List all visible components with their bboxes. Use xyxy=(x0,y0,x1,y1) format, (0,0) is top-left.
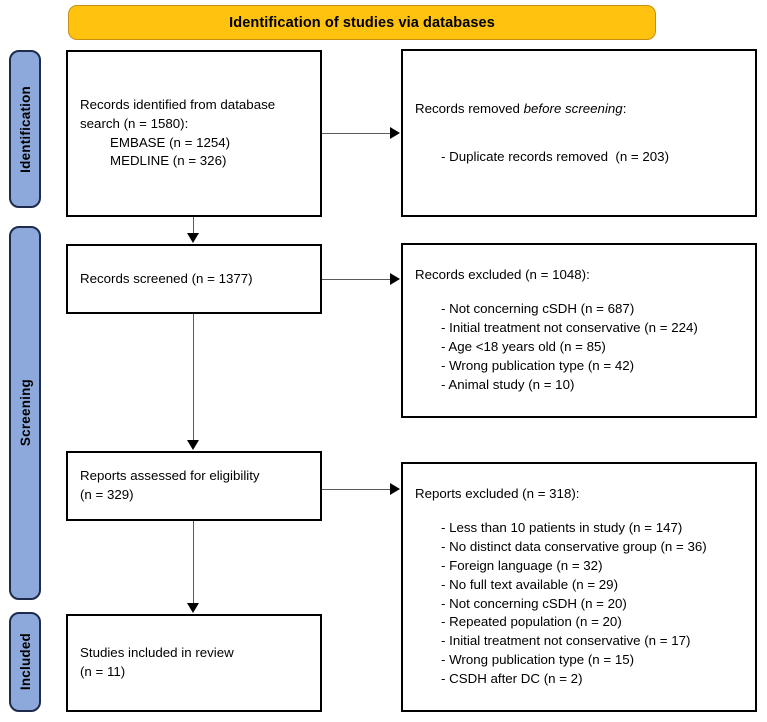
connector-identified-to-removed xyxy=(322,133,391,135)
connector-screened-to-excluded xyxy=(322,279,391,281)
records-removed-heading-post: : xyxy=(622,100,627,116)
list-item: - Age <18 years old (n = 85) xyxy=(441,339,606,354)
identification-banner: Identification of studies via databases xyxy=(68,5,656,40)
arrow-down-icon xyxy=(187,440,199,450)
list-item: - Wrong publication type (n = 42) xyxy=(441,357,635,373)
box-records-screened-body: Records screened (n = 1377) xyxy=(68,270,320,289)
arrow-right-icon xyxy=(390,127,400,139)
list-item: - No full text available (n = 29) xyxy=(441,576,619,592)
box-records-excluded: Records excluded (n = 1048): - Not conce… xyxy=(401,243,757,418)
phase-label-identification: Identification xyxy=(9,50,41,208)
records-removed-heading-pre: Records removed xyxy=(415,100,524,116)
box-records-identified: Records identified from database search … xyxy=(66,50,322,217)
list-item: - CSDH after DC (n = 2) xyxy=(441,671,583,686)
box-reports-assessed: Reports assessed for eligibility (n = 32… xyxy=(66,451,322,521)
box-records-identified-body: Records identified from database search … xyxy=(68,96,320,172)
phase-label-screening: Screening xyxy=(9,226,41,600)
box-records-screened: Records screened (n = 1377) xyxy=(66,244,322,314)
connector-assessed-to-reports-excluded xyxy=(322,489,391,491)
records-screened-line-1: Records screened (n = 1377) xyxy=(80,270,253,286)
box-studies-included-body: Studies included in review (n = 11) xyxy=(68,644,320,682)
list-item: - Foreign language (n = 32) xyxy=(441,557,603,573)
records-identified-medline: MEDLINE (n = 326) xyxy=(110,153,227,169)
records-identified-line-1: Records identified from database xyxy=(80,96,276,112)
list-item: - Animal study (n = 10) xyxy=(441,376,575,392)
box-reports-assessed-body: Reports assessed for eligibility (n = 32… xyxy=(68,467,320,505)
connector-screened-to-assessed xyxy=(193,314,195,442)
box-reports-excluded-body: Reports excluded (n = 318): - Less than … xyxy=(403,485,755,689)
box-records-removed-body: Records removed before screening: - Dupl… xyxy=(403,100,755,167)
list-item: - Repeated population (n = 20) xyxy=(441,614,622,630)
reports-assessed-line-2: (n = 329) xyxy=(80,487,134,502)
connector-identified-to-screened xyxy=(193,217,195,235)
list-item: - Not concerning cSDH (n = 687) xyxy=(441,301,635,317)
reports-excluded-list: - Less than 10 patients in study (n = 14… xyxy=(415,519,743,689)
phase-label-included: Included xyxy=(9,612,41,712)
list-item: - Initial treatment not conservative (n … xyxy=(441,633,691,649)
records-removed-heading: Records removed before screening: xyxy=(415,100,743,119)
connector-assessed-to-included xyxy=(193,521,195,604)
banner-title: Identification of studies via databases xyxy=(229,14,495,31)
phase-included-text: Included xyxy=(17,633,33,691)
box-records-removed: Records removed before screening: - Dupl… xyxy=(401,49,757,217)
spacer xyxy=(415,119,743,133)
records-identified-embase: EMBASE (n = 1254) xyxy=(110,134,231,150)
phase-identification-text: Identification xyxy=(17,85,33,173)
records-identified-line-2: search (n = 1580): xyxy=(80,115,189,131)
box-records-excluded-body: Records excluded (n = 1048): - Not conce… xyxy=(403,266,755,394)
list-item: - Duplicate records removed (n = 203) xyxy=(441,148,669,164)
studies-included-line-1: Studies included in review xyxy=(80,645,234,661)
records-excluded-list: - Not concerning cSDH (n = 687) - Initia… xyxy=(415,300,743,394)
studies-included-line-2: (n = 11) xyxy=(80,664,126,679)
records-removed-list: - Duplicate records removed (n = 203) xyxy=(415,148,743,167)
reports-assessed-line-1: Reports assessed for eligibility xyxy=(80,468,260,484)
list-item: - Less than 10 patients in study (n = 14… xyxy=(441,520,683,535)
list-item: - Initial treatment not conservative (n … xyxy=(441,320,698,336)
arrow-right-icon xyxy=(390,273,400,285)
records-excluded-heading: Records excluded (n = 1048): xyxy=(415,267,590,283)
box-reports-excluded: Reports excluded (n = 318): - Less than … xyxy=(401,462,757,712)
arrow-down-icon xyxy=(187,603,199,613)
phase-screening-text: Screening xyxy=(17,379,33,447)
list-item: - Wrong publication type (n = 15) xyxy=(441,652,635,668)
list-item: - Not concerning cSDH (n = 20) xyxy=(441,595,627,611)
list-item: - No distinct data conservative group (n… xyxy=(441,538,707,554)
box-studies-included: Studies included in review (n = 11) xyxy=(66,614,322,712)
reports-excluded-heading: Reports excluded (n = 318): xyxy=(415,486,580,502)
records-removed-heading-italic: before screening xyxy=(523,100,623,116)
arrow-right-icon xyxy=(390,483,400,495)
arrow-down-icon xyxy=(187,233,199,243)
